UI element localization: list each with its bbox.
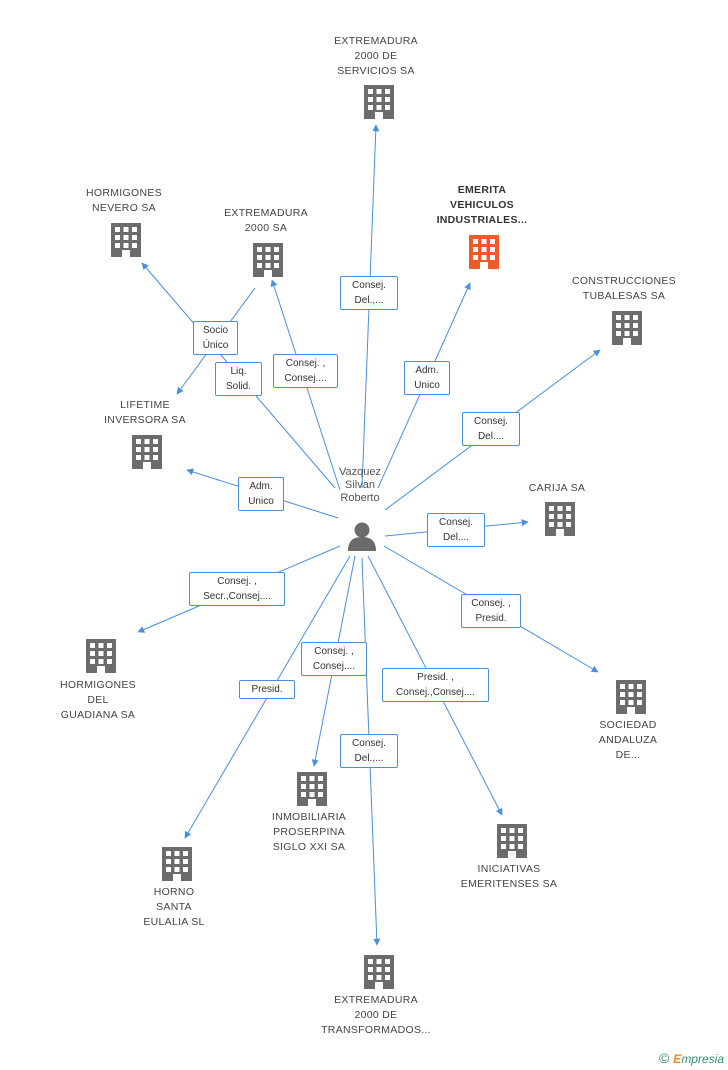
building-icon[interactable] (612, 311, 642, 345)
relation-label[interactable]: Consej. ,Consej.... (273, 354, 338, 388)
building-icon[interactable] (132, 435, 162, 469)
relation-label[interactable]: Consej. ,Consej.... (301, 642, 367, 676)
building-icon[interactable] (253, 243, 283, 277)
relation-label[interactable]: Liq.Solid. (215, 362, 262, 396)
relation-label[interactable]: Consej.Del.,... (340, 276, 398, 310)
person-name-line: Vazquez (339, 466, 381, 478)
building-icon[interactable] (545, 502, 575, 536)
footer-brand: ©Empresia (659, 1050, 724, 1066)
person-name-line: Silvan (345, 479, 375, 491)
relation-label[interactable]: Presid. (239, 680, 295, 699)
building-icon[interactable] (364, 955, 394, 989)
relation-label[interactable]: Consej.Del.... (427, 513, 485, 547)
relation-label[interactable]: Consej. ,Presid. (461, 594, 521, 628)
brand-logo-initial: E (673, 1052, 682, 1066)
building-icon[interactable] (86, 639, 116, 673)
building-icon[interactable] (297, 772, 327, 806)
company-label-carija[interactable]: CARIJA SA (528, 482, 586, 494)
relation-label[interactable]: Adm.Unico (238, 477, 284, 511)
relation-label[interactable]: Consej.Del.,... (340, 734, 398, 768)
brand-logo-text: mpresia (681, 1052, 724, 1066)
relation-label[interactable]: Adm.Unico (404, 361, 450, 395)
relation-label[interactable]: Consej.Del.... (462, 412, 520, 446)
building-icon[interactable] (162, 847, 192, 881)
copyright-icon: © (658, 1050, 670, 1066)
person-icon[interactable] (348, 522, 376, 552)
relation-label[interactable]: Presid. ,Consej.,Consej.... (382, 668, 489, 702)
person-name: Vazquez Silvan Roberto (310, 466, 410, 505)
person-name-line: Roberto (340, 492, 380, 504)
building-icon[interactable] (497, 824, 527, 858)
building-icon[interactable] (616, 680, 646, 714)
building-icon[interactable] (111, 223, 141, 257)
relation-label[interactable]: Consej. ,Secr.,Consej.... (189, 572, 285, 606)
building-icon-highlighted[interactable] (469, 235, 499, 269)
building-icon[interactable] (364, 85, 394, 119)
